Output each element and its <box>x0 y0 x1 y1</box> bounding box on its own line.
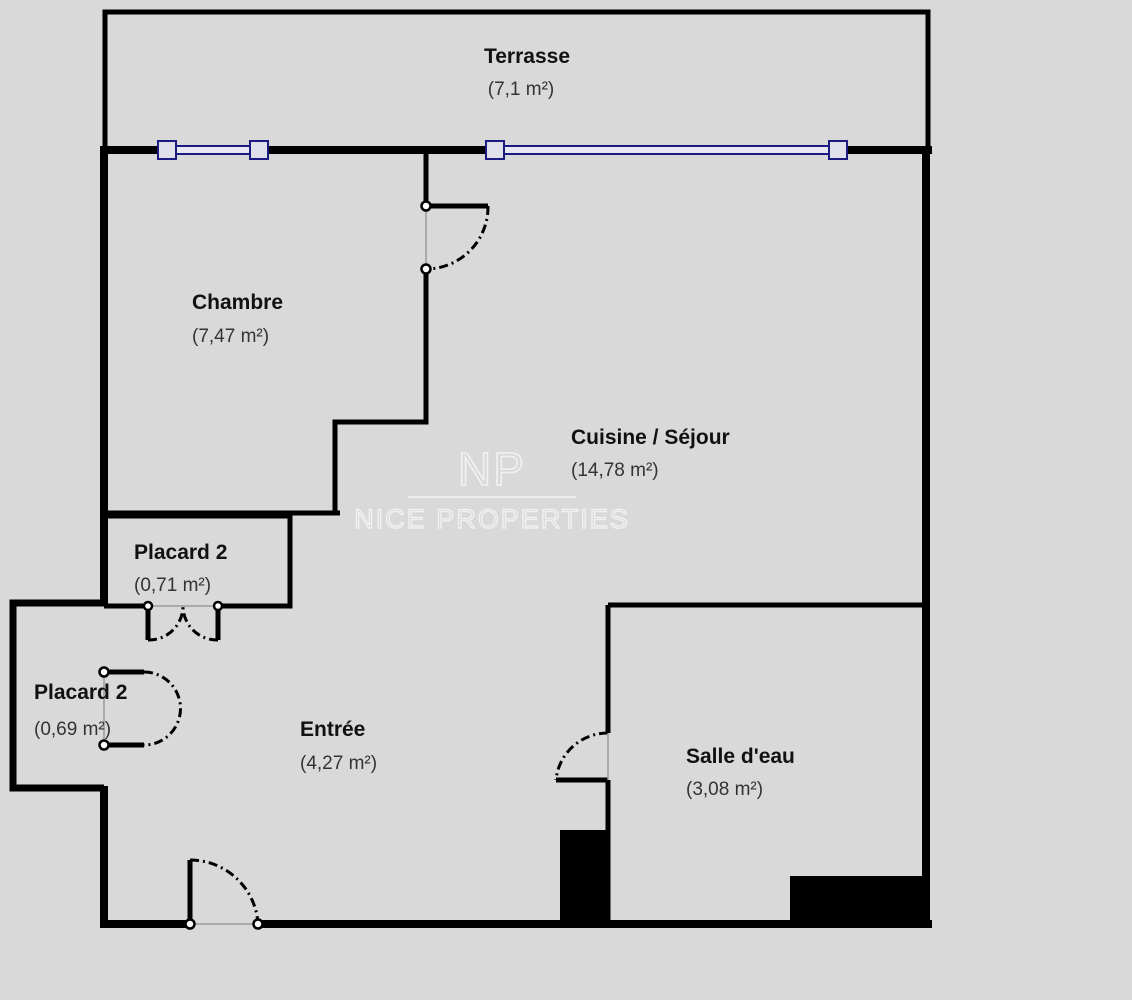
terrasse-outline <box>102 9 931 150</box>
room-name: Chambre <box>192 291 283 314</box>
watermark-logo: NP <box>458 443 526 495</box>
room-name: Cuisine / Séjour <box>571 426 730 449</box>
room-label-cuisine-sejour: Cuisine / Séjour (14,78 m²) <box>571 426 730 481</box>
wall-blocks <box>560 830 930 926</box>
room-area: (7,1 m²) <box>488 79 555 100</box>
windows <box>157 140 848 160</box>
door-placard-top-left-swing <box>147 605 185 642</box>
room-label-placard-left: Placard 2 (0,69 m²) <box>34 681 127 740</box>
room-area: (0,69 m²) <box>34 719 111 740</box>
room-label-terrasse: Terrasse (7,1 m²) <box>484 45 570 100</box>
door-placard-top-right-swing <box>181 605 219 642</box>
exterior-walls <box>100 146 932 928</box>
room-label-entree: Entrée (4,27 m²) <box>300 718 377 774</box>
room-name: Placard 2 <box>34 681 127 704</box>
placard-left-walls <box>9 599 104 792</box>
watermark-text: NICE PROPERTIES <box>354 504 630 534</box>
window-bedroom <box>166 145 260 155</box>
room-label-salle-deau: Salle d'eau (3,08 m²) <box>686 745 795 800</box>
door-leaves <box>103 206 609 925</box>
window-living <box>494 145 839 155</box>
door-swings <box>143 205 609 925</box>
watermark: NP NICE PROPERTIES <box>354 442 630 534</box>
door-bedroom-swing <box>425 205 490 271</box>
room-area: (0,71 m²) <box>134 575 211 596</box>
room-label-placard-top: Placard 2 (0,71 m²) <box>134 541 227 596</box>
room-name: Terrasse <box>484 45 570 68</box>
door-entry-swing <box>189 858 260 925</box>
room-area: (4,27 m²) <box>300 753 377 774</box>
room-name: Placard 2 <box>134 541 227 564</box>
room-area: (3,08 m²) <box>686 779 763 800</box>
interior-walls <box>104 150 928 924</box>
room-name: Salle d'eau <box>686 745 795 768</box>
room-label-chambre: Chambre (7,47 m²) <box>192 291 283 347</box>
room-name: Entrée <box>300 718 365 741</box>
door-bathroom-swing <box>554 731 609 781</box>
door-placard-left-swing <box>143 670 182 747</box>
door-hinges <box>98 200 432 930</box>
room-area: (7,47 m²) <box>192 326 269 347</box>
room-area: (14,78 m²) <box>571 460 659 481</box>
